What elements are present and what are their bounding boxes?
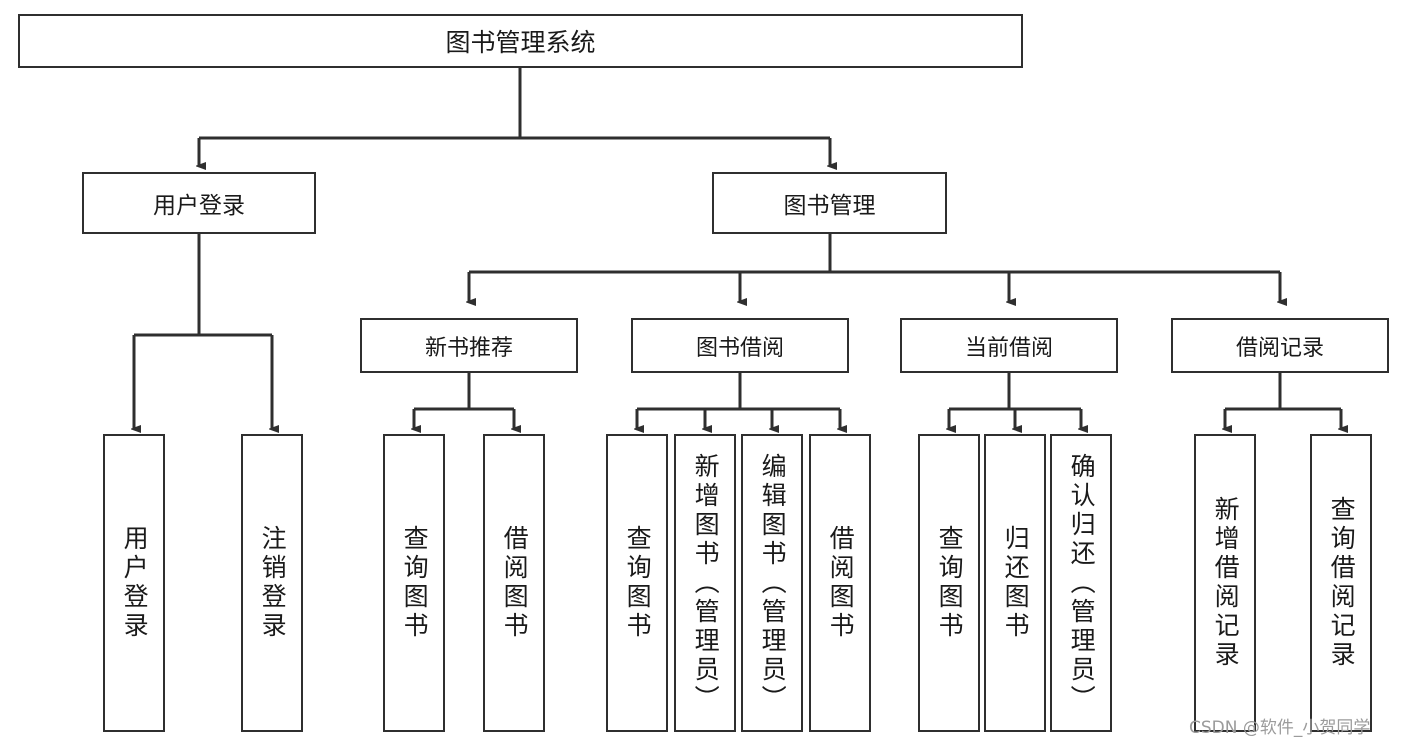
leaf-label: 查询图书 bbox=[623, 525, 653, 641]
leaf-user-login-login[interactable]: 用户登录 bbox=[103, 434, 165, 732]
leaf-label: 新增图书（管理员） bbox=[691, 452, 721, 714]
leaf-label: 借阅图书 bbox=[826, 525, 856, 641]
leaf-label: 用户登录 bbox=[120, 525, 150, 641]
leaf-borrow-edit-book-admin[interactable]: 编辑图书（管理员） bbox=[741, 434, 803, 732]
node-book-borrow[interactable]: 图书借阅 bbox=[631, 318, 849, 373]
leaf-label: 归还图书 bbox=[1001, 525, 1031, 641]
leaf-borrow-borrow-book[interactable]: 借阅图书 bbox=[809, 434, 871, 732]
node-user-login-label: 用户登录 bbox=[153, 193, 245, 219]
leaf-recommend-query-book[interactable]: 查询图书 bbox=[383, 434, 445, 732]
leaf-label: 确认归还（管理员） bbox=[1067, 452, 1097, 714]
leaf-current-confirm-return-admin[interactable]: 确认归还（管理员） bbox=[1050, 434, 1112, 732]
leaf-user-login-logout[interactable]: 注销登录 bbox=[241, 434, 303, 732]
leaf-label: 查询图书 bbox=[400, 525, 430, 641]
leaf-record-query-record[interactable]: 查询借阅记录 bbox=[1310, 434, 1372, 732]
leaf-record-add-record[interactable]: 新增借阅记录 bbox=[1194, 434, 1256, 732]
node-book-borrow-label: 图书借阅 bbox=[695, 335, 784, 361]
node-book-management[interactable]: 图书管理 bbox=[712, 172, 947, 234]
leaf-label: 编辑图书（管理员） bbox=[758, 452, 788, 714]
leaf-current-return-book[interactable]: 归还图书 bbox=[984, 434, 1046, 732]
node-root[interactable]: 图书管理系统 bbox=[18, 14, 1023, 68]
leaf-label: 查询图书 bbox=[935, 525, 965, 641]
leaf-recommend-borrow-book[interactable]: 借阅图书 bbox=[483, 434, 545, 732]
node-borrow-record[interactable]: 借阅记录 bbox=[1171, 318, 1389, 373]
node-current-borrow-label: 当前借阅 bbox=[964, 335, 1053, 361]
node-borrow-record-label: 借阅记录 bbox=[1235, 335, 1324, 361]
leaf-label: 借阅图书 bbox=[500, 525, 530, 641]
watermark-text: CSDN @软件_小贺同学 bbox=[1189, 718, 1371, 738]
leaf-borrow-add-book-admin[interactable]: 新增图书（管理员） bbox=[674, 434, 736, 732]
leaf-label: 注销登录 bbox=[258, 525, 288, 641]
node-book-management-label: 图书管理 bbox=[783, 193, 876, 219]
node-root-label: 图书管理系统 bbox=[445, 28, 596, 57]
node-new-book-recommend[interactable]: 新书推荐 bbox=[360, 318, 578, 373]
node-current-borrow[interactable]: 当前借阅 bbox=[900, 318, 1118, 373]
node-new-book-recommend-label: 新书推荐 bbox=[424, 335, 513, 361]
leaf-borrow-query-book[interactable]: 查询图书 bbox=[606, 434, 668, 732]
leaf-label: 查询借阅记录 bbox=[1327, 496, 1357, 670]
leaf-label: 新增借阅记录 bbox=[1211, 496, 1241, 670]
leaf-current-query-book[interactable]: 查询图书 bbox=[918, 434, 980, 732]
node-user-login[interactable]: 用户登录 bbox=[82, 172, 316, 234]
